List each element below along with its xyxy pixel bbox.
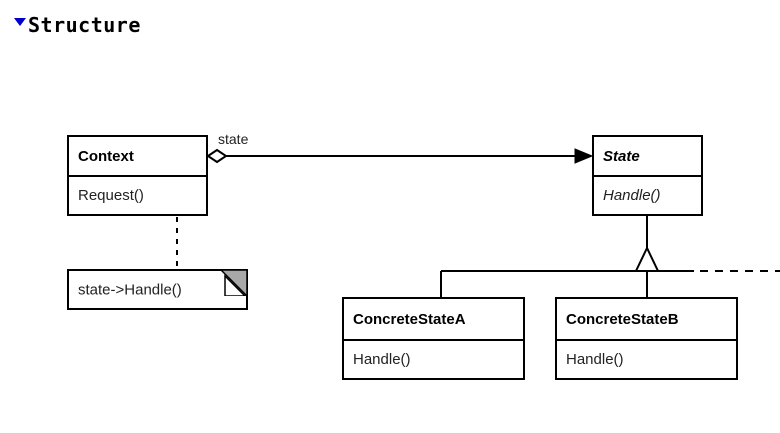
navigable-arrowhead-icon [574, 148, 594, 164]
class-operations-compartment-concrete-state-b: Handle() [557, 341, 736, 378]
operation-state-handle: Handle() [603, 187, 661, 204]
class-name-compartment-context: Context [69, 137, 206, 177]
class-box-concrete-state-a[interactable]: ConcreteStateA Handle() [342, 297, 525, 380]
class-name-concrete-state-b: ConcreteStateB [566, 310, 679, 328]
operation-concrete-state-a-handle: Handle() [353, 351, 411, 368]
note-box[interactable]: state->Handle() [67, 269, 248, 310]
note-folded-corner-icon [221, 270, 247, 296]
class-operations-compartment-concrete-state-a: Handle() [344, 341, 523, 378]
association-context-state [206, 148, 594, 164]
class-operations-compartment-state: Handle() [594, 177, 701, 214]
class-name-compartment-concrete-state-a: ConcreteStateA [344, 299, 523, 341]
class-box-context[interactable]: Context Request() [67, 135, 208, 216]
section-heading: Structure [14, 14, 141, 36]
class-name-compartment-concrete-state-b: ConcreteStateB [557, 299, 736, 341]
class-name-concrete-state-a: ConcreteStateA [353, 310, 466, 328]
operation-concrete-state-b-handle: Handle() [566, 351, 624, 368]
generalization-tree [440, 216, 780, 297]
class-box-state[interactable]: State Handle() [592, 135, 703, 216]
note-text: state->Handle() [78, 281, 182, 298]
class-operations-compartment-context: Request() [69, 177, 206, 214]
association-role-label: state [218, 131, 249, 147]
class-name-context: Context [78, 147, 134, 165]
inheritance-triangle-icon [634, 245, 660, 272]
class-name-compartment-state: State [594, 137, 701, 177]
aggregation-diamond-icon [206, 148, 228, 164]
triangle-down-icon[interactable] [14, 18, 26, 26]
class-box-concrete-state-b[interactable]: ConcreteStateB Handle() [555, 297, 738, 380]
class-name-state: State [603, 147, 640, 165]
page-title: Structure [28, 13, 141, 37]
operation-context-request: Request() [78, 187, 144, 204]
